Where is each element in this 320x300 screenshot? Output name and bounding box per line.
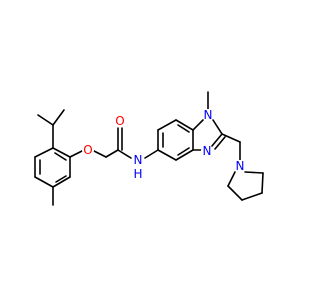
bond — [55, 175, 67, 183]
bond — [221, 133, 241, 143]
amide-hydrogen-label: H — [133, 167, 142, 181]
carbonyl-oxygen-label: O — [115, 114, 124, 128]
bond — [241, 192, 263, 201]
bond — [52, 109, 65, 126]
pyrrolidine-nitrogen-label: N — [236, 159, 245, 173]
bond — [227, 171, 236, 187]
bond — [175, 149, 194, 161]
bond — [157, 119, 177, 131]
bond-layer — [34, 91, 264, 206]
bond — [37, 114, 54, 126]
bond — [105, 149, 119, 158]
molecule-drawing: O O N H N N N — [34, 91, 264, 206]
structure-canvas: O O N H N N N — [34, 91, 264, 206]
amide-nitrogen-label: N — [134, 153, 143, 167]
bond — [144, 149, 159, 159]
bond — [244, 171, 264, 174]
bond — [212, 119, 223, 135]
imidazole-n1-label: N — [204, 108, 213, 122]
bond — [175, 119, 194, 131]
imidazole-n3-label: N — [203, 144, 212, 158]
atom-label-layer: O O N H N N N — [82, 108, 246, 181]
ether-oxygen-label: O — [83, 143, 92, 157]
bond — [211, 133, 223, 147]
bond — [34, 147, 54, 158]
bond — [192, 119, 204, 131]
bond — [52, 176, 71, 188]
bond — [261, 172, 264, 194]
bond — [227, 185, 243, 201]
bond — [93, 150, 107, 158]
bond — [177, 124, 190, 133]
bond — [69, 150, 83, 158]
bond — [34, 176, 54, 188]
bond — [157, 149, 177, 161]
bond — [214, 136, 226, 150]
bond — [52, 147, 71, 158]
bond — [177, 147, 190, 156]
bond — [54, 152, 67, 161]
bond — [117, 149, 132, 159]
